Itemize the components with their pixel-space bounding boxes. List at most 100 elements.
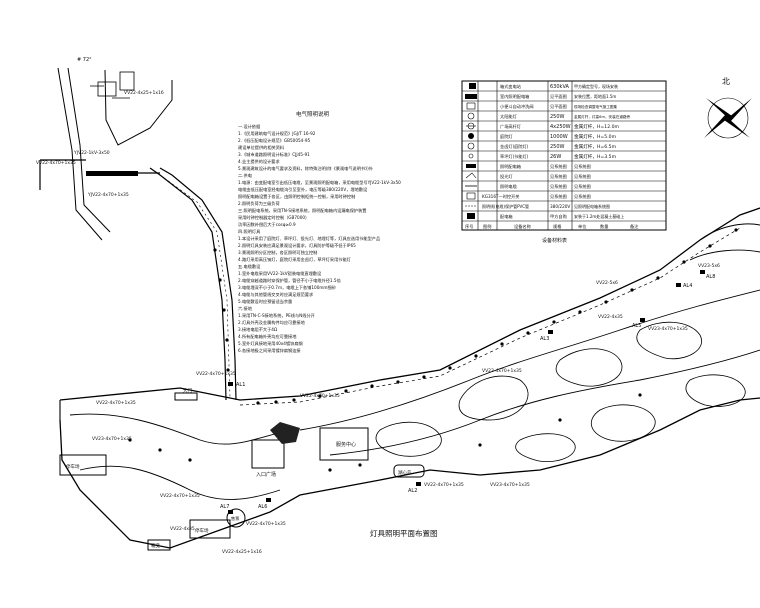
- note-line: 4.所有配电箱外壳均应可靠接地: [238, 333, 297, 340]
- svg-text:数量: 数量: [600, 223, 608, 230]
- svg-text:安装位置，距地面1.5m: 安装位置，距地面1.5m: [574, 93, 616, 99]
- main-cable: [239, 227, 741, 406]
- cable-label: VV23-5x6: [698, 263, 720, 269]
- panel-label: AL3: [540, 336, 549, 342]
- note-line: 四.照明灯具: [238, 228, 261, 235]
- nw-feeder-area: # 72° YJV22-1kV-3x50 VV22-4x70+1x35 YJV2…: [36, 57, 173, 241]
- note-line: 电缆由低压配电室经电缆沟引至室外，电压等级380/220V，埋地敷设: [238, 186, 368, 193]
- flush-valve-symbol: [466, 102, 476, 110]
- cable-label: VV22-4x70+1x35: [196, 371, 236, 377]
- lamp-point: [396, 380, 400, 384]
- area-label: 入口广场: [256, 471, 276, 478]
- cable-label: VV22-4x35: [170, 526, 195, 532]
- panel-marker: [640, 318, 645, 322]
- legend-table: 箱式变电站 630kVA 甲方确定型号，现场安装 室内照明配电箱 见平面图 安装…: [461, 80, 667, 244]
- lamp-point: [526, 331, 530, 335]
- panel-label: AL6: [258, 504, 267, 510]
- cable-label: VV23-4x70+1x35: [648, 326, 688, 332]
- svg-text:甲方自购: 甲方自购: [550, 213, 567, 220]
- panel-marker: [228, 382, 233, 386]
- lamp-point: [128, 438, 132, 442]
- north-label: 北: [722, 77, 730, 86]
- cable-label: VV22-4x70+1x35: [96, 400, 136, 406]
- lamp-point: [225, 338, 229, 342]
- cable-label: VV22-4x70+1x35: [160, 493, 200, 499]
- lamp-point: [578, 310, 582, 314]
- lamp-point: [358, 463, 362, 467]
- panel-marker: [266, 498, 271, 502]
- island-structure: [393, 464, 425, 478]
- panel-label: AL1: [236, 382, 245, 388]
- panel-marker: [676, 283, 681, 287]
- cable-annotations: VV22-4x70+1x35 VV22-4x70+1x35 VV22-4x70+…: [92, 263, 720, 555]
- luminaires: [128, 228, 738, 472]
- lamp-point: [158, 448, 162, 452]
- panel-label: AL5: [632, 323, 641, 329]
- note-line: 照明配电箱设置于各区，由照明控制柜统一控制，采用时钟控制: [238, 193, 355, 200]
- cable-label: VV22-4x25+1x16: [222, 549, 262, 555]
- lamp-point: [318, 394, 322, 398]
- svg-text:见系统图: 见系统图: [574, 193, 591, 200]
- garden-bed: [685, 374, 746, 407]
- lamp-point: [274, 400, 278, 404]
- path: [79, 465, 281, 500]
- notes-heading: 电气照明说明: [296, 110, 330, 118]
- cable-line: [90, 85, 130, 99]
- distribution-box-symbol: [466, 164, 476, 168]
- note-line: 5.景观建筑设计的电气要求及资料，除特殊注明(除《景观电气说明书》)外: [238, 165, 374, 172]
- svg-text:序号: 序号: [465, 223, 473, 230]
- notes-block: 电气照明说明 一.设计依据 1.《民用建筑电气设计规范》JGJ/T 16-92 …: [238, 110, 401, 354]
- note-line: 2.照明负荷为三级负荷: [238, 200, 280, 207]
- cable-label: VV22-4x70+1x35: [424, 482, 464, 488]
- note-line: 3.电缆埋深不小于0.7m，电缆上下各铺100mm细砂: [238, 284, 336, 291]
- lamp-point: [734, 228, 738, 232]
- south-building: [189, 519, 231, 539]
- cable-label: VV22-4x70+1x35: [300, 393, 340, 399]
- lamp-point: [370, 384, 374, 388]
- svg-text:草坪灯(节能灯): 草坪灯(节能灯): [500, 153, 529, 160]
- svg-text:太阳能灯: 太阳能灯: [500, 113, 518, 120]
- site-outline: [59, 207, 760, 549]
- svg-text:见系统图: 见系统图: [550, 183, 567, 190]
- lamp-point: [213, 248, 217, 252]
- lamp-point: [222, 308, 226, 312]
- note-line: 3.接地电阻不大于4Ω: [238, 326, 278, 333]
- svg-text:图例: 图例: [483, 223, 491, 230]
- plaza-feature: [270, 422, 300, 444]
- lamp-point: [344, 389, 348, 393]
- svg-text:金属灯杆，H=5.0m: 金属灯杆，H=5.0m: [574, 133, 617, 140]
- svg-text:630kVA: 630kVA: [550, 84, 570, 90]
- svg-text:安装于1.2m处混凝土基础上: 安装于1.2m处混凝土基础上: [574, 213, 624, 219]
- area-label: 服务中心: [336, 441, 356, 448]
- solar-lamp-symbol: [467, 112, 475, 120]
- svg-text:单位: 单位: [578, 223, 586, 230]
- svg-text:备注: 备注: [630, 223, 639, 230]
- building-outline: [119, 71, 135, 91]
- garden-bed: [555, 348, 623, 387]
- panel-label: AL8: [706, 274, 715, 280]
- top-mark: # 72°: [77, 57, 92, 63]
- note-line: 五.电缆敷设: [238, 263, 261, 270]
- svg-text:见系统图: 见系统图: [550, 173, 567, 180]
- legend-frame: [461, 80, 667, 231]
- note-line: 二.供电: [238, 172, 253, 179]
- cable-label: VV23-4x70+1x35: [490, 482, 530, 488]
- panel-markers: AL1 AL2 AL3 AL4 AL5 AL6 AL7 AL8: [220, 270, 715, 514]
- svg-text:金卤灯(庭院灯): 金卤灯(庭院灯): [500, 143, 529, 150]
- garden-bed: [375, 421, 442, 457]
- svg-text:金属灯杆，H=3.5m: 金属灯杆，H=3.5m: [574, 153, 617, 160]
- timer-switch-symbol: [466, 192, 476, 200]
- svg-text:箱式变电站: 箱式变电站: [500, 83, 521, 90]
- note-line: 采用时钟控制器定时控制（GB7000）: [238, 214, 309, 221]
- floodlight-symbol: [465, 172, 477, 179]
- svg-text:金属灯杆，H=12.0m: 金属灯杆，H=12.0m: [574, 123, 620, 130]
- svg-text:1000W: 1000W: [550, 134, 568, 140]
- site-boundary-north: [59, 207, 760, 401]
- svg-text:照明配电箱: 照明配电箱: [500, 163, 521, 170]
- structures: 大门 服务中心 入口广场 停车场 停车场 箱变 湖心岛 售票: [59, 387, 425, 551]
- cable-label: VV22-4x70+1x35: [36, 160, 76, 166]
- lamp-point: [638, 393, 642, 397]
- note-line: 2.《低压配电设计规范》GB50054-95: [238, 137, 310, 144]
- panel-marker: [700, 270, 705, 274]
- cable-label: YJV22-4x70+1x35: [87, 192, 129, 198]
